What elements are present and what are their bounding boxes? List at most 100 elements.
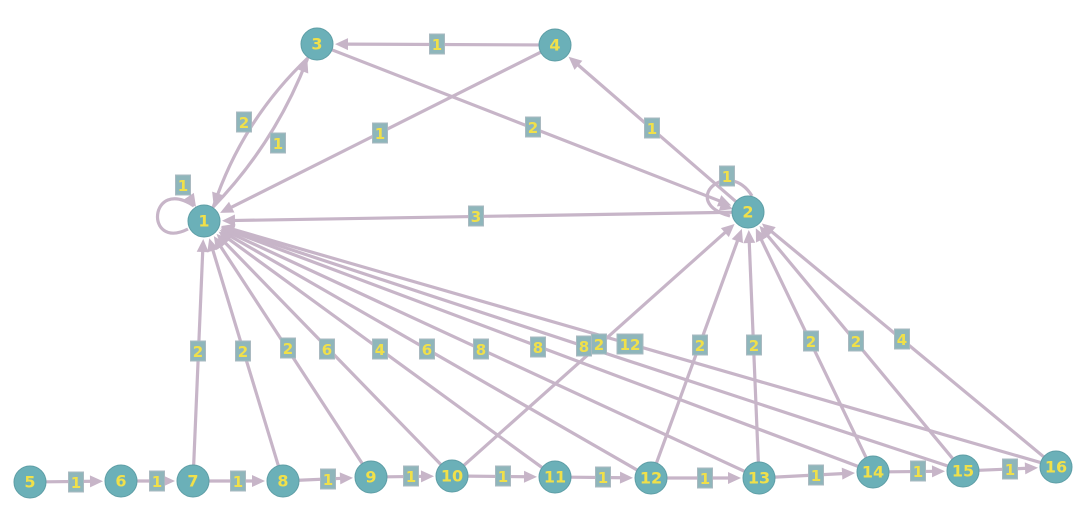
node-4[interactable]: 4 (538, 28, 572, 62)
node-11[interactable]: 11 (538, 460, 572, 494)
node-5[interactable]: 5 (13, 465, 47, 499)
edge-label-16-1: 12 (616, 333, 644, 355)
edge-label-box-15-16 (1002, 458, 1018, 480)
node-12[interactable]: 12 (634, 461, 668, 495)
edge-label-box-7-1 (190, 340, 206, 362)
node-6[interactable]: 6 (104, 464, 138, 498)
arrowhead-13-2 (743, 229, 756, 244)
node-8[interactable]: 8 (266, 464, 300, 498)
node-3[interactable]: 3 (300, 27, 334, 61)
edge-label-box-8-1 (235, 340, 251, 362)
edge-label-box-2-2 (719, 165, 735, 187)
edge-weight-4-3: 1 (432, 36, 442, 54)
edges-layer (45, 38, 1045, 488)
edge-weight-2-2: 1 (722, 168, 732, 186)
edge-1-to-3 (211, 58, 309, 209)
edge-label-box-5-6 (68, 471, 84, 493)
arrowhead-15-16 (1024, 462, 1039, 475)
edge-weight-12-13: 1 (700, 470, 710, 488)
node-label-8: 8 (277, 472, 288, 491)
edge-weight-12-2: 2 (695, 337, 705, 355)
edge-label-4-3: 1 (429, 33, 445, 55)
edge-label-1-3: 1 (270, 132, 286, 154)
edge-label-box-8-9 (320, 468, 336, 490)
edge-label-box-10-1 (319, 338, 335, 360)
edge-label-13-1: 8 (473, 338, 489, 360)
edge-3-to-1 (212, 56, 310, 207)
node-15[interactable]: 15 (946, 454, 980, 488)
node-label-10: 10 (441, 467, 463, 486)
edge-weight-2-4: 1 (647, 120, 657, 138)
node-circle-4 (538, 28, 572, 62)
edge-weight-2-1: 3 (471, 208, 481, 226)
edge-weight-11-1: 4 (375, 341, 385, 359)
edge-label-2-4: 1 (644, 117, 660, 139)
edge-weight-7-8: 1 (233, 473, 243, 491)
node-label-12: 12 (640, 469, 662, 488)
edge-2-to-2 (705, 178, 754, 218)
node-16[interactable]: 16 (1039, 450, 1073, 484)
node-label-2: 2 (742, 203, 753, 222)
edge-label-12-1: 6 (419, 338, 435, 360)
arrowhead-3-1 (212, 191, 224, 206)
node-label-16: 16 (1045, 458, 1067, 477)
node-circle-14 (856, 455, 890, 489)
edge-weight-14-1: 8 (533, 339, 543, 357)
edge-label-14-15: 1 (910, 460, 926, 482)
node-circle-12 (634, 461, 668, 495)
edge-label-box-16-1 (616, 333, 644, 355)
arrowhead-11-12 (619, 471, 634, 484)
arrowhead-3-2 (716, 195, 732, 207)
arrowhead-6-7 (162, 475, 175, 487)
arrowhead-10-2 (720, 223, 735, 238)
edge-weight-8-1: 2 (238, 343, 248, 361)
edge-label-box-9-1 (280, 337, 296, 359)
arrowhead-16-2 (761, 223, 776, 237)
edge-label-box-9-10 (403, 465, 419, 487)
edge-label-13-14: 1 (808, 464, 824, 486)
node-circle-13 (742, 461, 776, 495)
edge-label-box-12-1 (419, 338, 435, 360)
node-10[interactable]: 10 (435, 459, 469, 493)
edge-weight-15-1: 8 (579, 338, 589, 356)
edge-label-13-2: 2 (746, 334, 762, 356)
node-13[interactable]: 13 (742, 461, 776, 495)
edge-weight-13-2: 2 (749, 337, 759, 355)
edge-label-box-16-2 (894, 328, 910, 350)
node-label-9: 9 (365, 468, 376, 487)
edge-label-12-2: 2 (692, 334, 708, 356)
node-7[interactable]: 7 (176, 464, 210, 498)
edge-weight-10-2: 2 (594, 336, 604, 354)
node-circle-16 (1039, 450, 1073, 484)
arrowhead-10-11 (523, 470, 538, 483)
arrowhead-14-2 (755, 228, 767, 243)
edge-weight-1-1: 1 (178, 177, 188, 195)
node-circle-3 (300, 27, 334, 61)
node-circle-6 (104, 464, 138, 498)
node-1[interactable]: 1 (187, 204, 221, 238)
edge-label-1-1: 1 (175, 174, 191, 196)
node-circle-2 (731, 195, 765, 229)
arrowhead-4-3 (334, 38, 349, 51)
node-circle-7 (176, 464, 210, 498)
edge-weight-13-1: 8 (476, 341, 486, 359)
edge-label-11-12: 1 (595, 466, 611, 488)
edge-weight-8-9: 1 (323, 471, 333, 489)
edge-label-11-1: 4 (372, 338, 388, 360)
node-14[interactable]: 14 (856, 455, 890, 489)
node-circle-9 (354, 460, 388, 494)
arrowhead-5-6 (89, 475, 104, 488)
edge-weight-9-1: 2 (283, 340, 293, 358)
edge-weight-11-12: 1 (598, 469, 608, 487)
node-2[interactable]: 2 (731, 195, 765, 229)
edge-weight-3-2: 2 (528, 119, 538, 137)
edge-weight-9-10: 1 (406, 468, 416, 486)
edge-weight-4-1: 1 (375, 125, 385, 143)
edge-label-16-2: 4 (894, 328, 910, 350)
edge-label-box-13-1 (473, 338, 489, 360)
edge-label-box-13-14 (808, 464, 824, 486)
edge-label-box-2-4 (644, 117, 660, 139)
arrowhead-8-9 (339, 472, 354, 485)
edge-label-3-2: 2 (525, 116, 541, 138)
node-9[interactable]: 9 (354, 460, 388, 494)
